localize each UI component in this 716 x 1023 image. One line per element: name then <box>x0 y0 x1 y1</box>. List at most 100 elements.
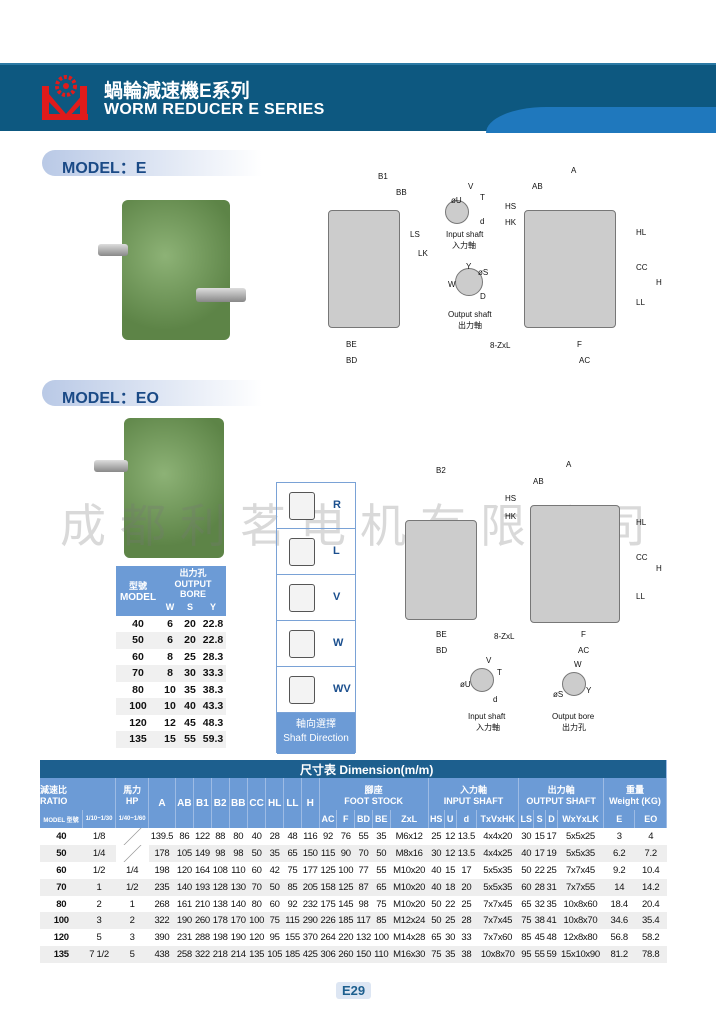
dimension-label: V <box>468 182 474 191</box>
page-title-cn: 蝸輪減速機E系列 <box>104 81 250 102</box>
value-cell: 34.6 <box>603 912 635 930</box>
shaft-direction-option[interactable]: V <box>277 575 355 621</box>
output-shaft-image <box>196 288 246 302</box>
value-cell: 322 <box>193 946 212 964</box>
value-cell: 81.2 <box>603 946 635 964</box>
shaft-direction-title-cn: 軸向選擇 <box>296 719 336 730</box>
value-cell: 75 <box>428 946 445 964</box>
col-e: E <box>603 810 636 828</box>
dimension-label: HL <box>636 518 647 527</box>
value-cell: 50 <box>428 912 445 930</box>
value-cell: 8 <box>167 650 173 663</box>
value-cell: 100 <box>373 932 389 944</box>
value-cell: 258 <box>175 946 194 964</box>
value-cell: 75 <box>376 898 387 910</box>
dimension-label: BB <box>396 188 407 197</box>
value-cell: 30 <box>521 830 532 842</box>
value-cell: 260 <box>336 946 355 964</box>
col-txvxhk: TxVxHK <box>476 810 520 828</box>
value-cell: 65 <box>431 932 442 944</box>
value-cell <box>115 828 149 845</box>
ratio2-subheader: 1/40~1/60 <box>115 810 150 828</box>
value-cell: 235 <box>148 878 176 896</box>
gear-logo-icon <box>42 75 88 120</box>
value-cell: 10.4 <box>642 864 660 876</box>
model-header: MODEL <box>119 591 157 603</box>
ratio-header-cn: 減速比 <box>40 784 68 795</box>
value-cell: 4x4x25 <box>476 844 519 862</box>
value-cell: 32 <box>534 898 545 910</box>
value-cell: 149 <box>193 844 212 862</box>
value-cell: 59.3 <box>200 731 226 748</box>
value-cell: 150 <box>354 946 373 964</box>
value-cell: 22.8 <box>202 617 224 630</box>
value-cell: 120 <box>249 932 265 944</box>
drawing-caption: 入力軸 <box>476 723 500 732</box>
value-cell: 2 <box>115 912 149 930</box>
value-cell: 110 <box>231 864 246 876</box>
shaft-direction-option[interactable]: R <box>277 483 355 529</box>
dimension-label: LL <box>636 592 645 601</box>
value-cell: 390 <box>154 932 170 944</box>
shaft-direction-option[interactable]: L <box>277 529 355 575</box>
value-cell: 58.2 <box>642 932 660 944</box>
model-cell: 50 <box>40 844 83 862</box>
value-cell: 30 <box>180 665 200 682</box>
value-cell: M10x20 <box>393 898 426 910</box>
shaft-direction-option[interactable]: WV <box>277 667 355 713</box>
value-cell: 35 <box>184 683 196 696</box>
value-cell: 28 <box>456 912 477 930</box>
value-cell: 4 <box>648 830 654 842</box>
drawing-caption: Output bore <box>552 712 595 721</box>
value-cell: 85 <box>283 878 302 896</box>
value-cell: 40 <box>431 864 442 876</box>
value-cell: 1 <box>82 878 116 896</box>
value-cell: 260 <box>193 912 212 930</box>
value-cell: 7x7x45 <box>483 898 513 910</box>
value-cell: 25 <box>444 912 457 930</box>
value-cell: 178 <box>211 912 230 930</box>
value-cell: 42 <box>269 864 280 876</box>
value-cell: 55 <box>358 830 369 842</box>
col-eo: EO <box>634 810 667 828</box>
value-cell: 5x5x35 <box>476 878 519 896</box>
value-cell: 105 <box>265 946 284 964</box>
value-cell: 9.2 <box>613 864 626 876</box>
col-d: D <box>545 810 558 828</box>
value-cell: 22.8 <box>200 632 226 649</box>
value-cell: 125 <box>336 878 355 896</box>
dimension-label: LL <box>636 298 645 307</box>
gearbox-icon <box>289 630 315 658</box>
value-cell: 56.8 <box>610 932 629 944</box>
value-cell: 17 <box>546 830 557 842</box>
col-h: H <box>301 778 320 828</box>
col-ls: LS <box>518 810 535 828</box>
value-cell: 45 <box>184 716 196 729</box>
value-cell: 193 <box>193 878 212 896</box>
value-cell: 35 <box>546 898 557 910</box>
value-cell: 59 <box>545 946 558 964</box>
value-cell: 1/8 <box>92 830 106 842</box>
model-cell: 80 <box>56 898 67 910</box>
value-cell: 7x7x45 <box>476 912 519 930</box>
value-cell: 25 <box>546 864 557 876</box>
value-cell: 17 <box>533 844 546 862</box>
value-cell: 28 <box>533 878 546 896</box>
value-cell: 3 <box>616 830 622 842</box>
value-cell: 10x8x70 <box>557 912 604 930</box>
value-cell: 48.3 <box>202 716 224 729</box>
value-cell: 1/4 <box>82 844 116 862</box>
value-cell: 175 <box>320 898 336 910</box>
model-cell: 60 <box>132 650 144 663</box>
value-cell: 1/2 <box>92 864 106 876</box>
dimension-label: øU <box>460 680 471 689</box>
shaft-direction-option[interactable]: W <box>277 621 355 667</box>
dimension-label: V <box>486 656 492 665</box>
